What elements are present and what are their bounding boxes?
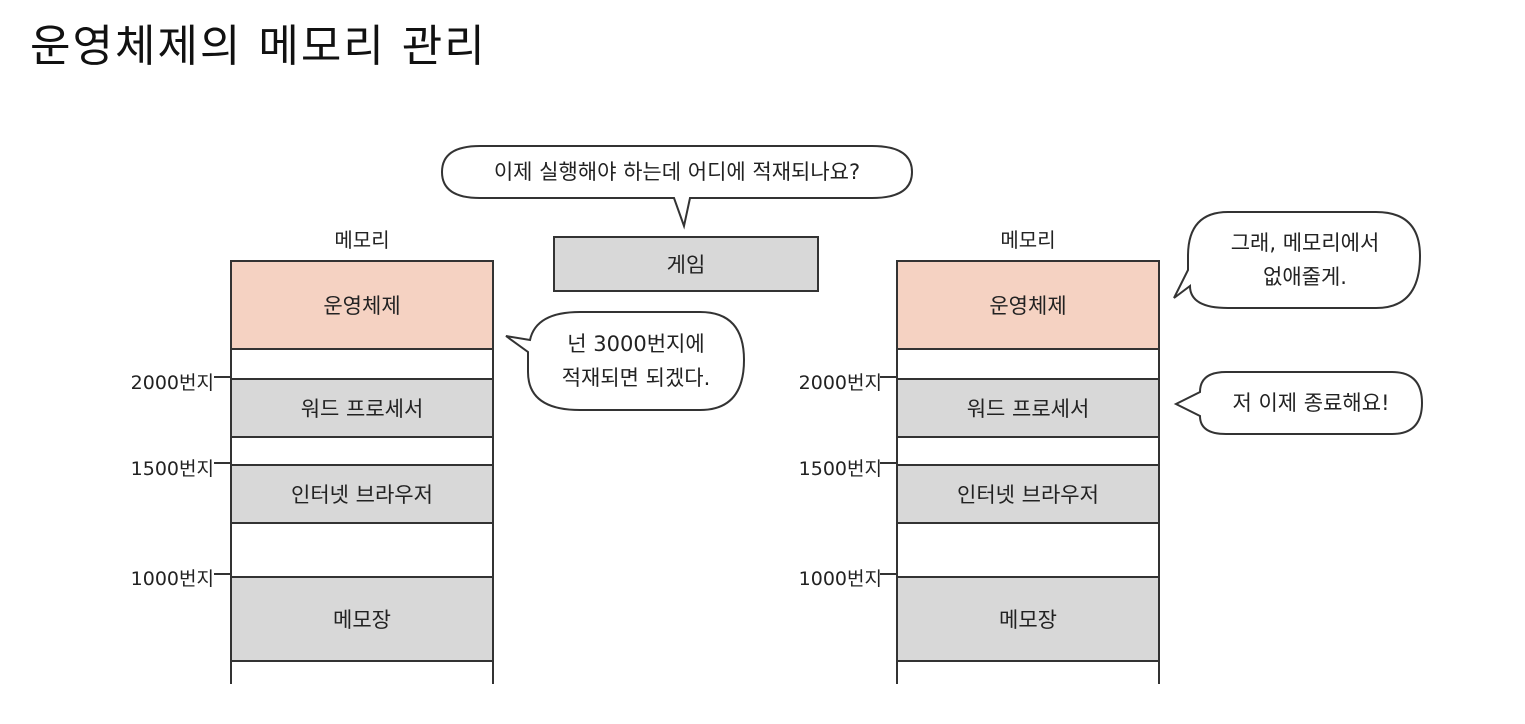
left-segment-notepad-label: 메모장 xyxy=(333,608,391,632)
os-reply-bubble: 그래, 메모리에서 없애줄게. xyxy=(1192,214,1418,306)
os-reply-bubble-shape xyxy=(1173,211,1422,309)
left-address-2000-tick xyxy=(214,376,232,378)
right-segment-browser: 인터넷 브라우저 xyxy=(898,464,1158,522)
right-segment-free-3 xyxy=(898,522,1158,576)
os-reply-line-1: 그래, 메모리에서 xyxy=(1230,231,1380,255)
word-quit-bubble-shape xyxy=(1173,371,1424,435)
right-memory-column: 운영체제 워드 프로세서 인터넷 브라우저 메모장 xyxy=(896,260,1160,684)
left-segment-word-label: 워드 프로세서 xyxy=(300,397,424,421)
left-memory-column: 운영체제 워드 프로세서 인터넷 브라우저 메모장 xyxy=(230,260,494,684)
game-label: 게임 xyxy=(666,253,706,277)
os-answer-line-1: 넌 3000번지에 xyxy=(567,332,705,356)
os-answer-bubble-shape xyxy=(505,311,746,411)
os-answer-line-2: 적재되면 되겠다. xyxy=(561,366,711,390)
left-address-1500-tick xyxy=(214,462,232,464)
word-quit-text: 저 이제 종료해요! xyxy=(1232,391,1390,415)
right-segment-notepad-label: 메모장 xyxy=(999,608,1057,632)
left-segment-word: 워드 프로세서 xyxy=(232,378,492,436)
game-question-bubble-shape xyxy=(440,145,914,230)
left-segment-os-label: 운영체제 xyxy=(323,294,401,318)
page-title: 운영체제의 메모리 관리 xyxy=(30,21,487,72)
left-address-1500: 1500번지 xyxy=(130,458,214,480)
right-segment-word: 워드 프로세서 xyxy=(898,378,1158,436)
game-question-bubble: 이제 실행해야 하는데 어디에 적재되나요? xyxy=(446,148,908,196)
left-address-1000: 1000번지 xyxy=(130,568,214,590)
right-address-2000-tick xyxy=(880,376,898,378)
left-segment-free-4 xyxy=(232,660,492,684)
left-address-2000: 2000번지 xyxy=(130,372,214,394)
right-segment-browser-label: 인터넷 브라우저 xyxy=(957,483,1099,507)
word-quit-bubble: 저 이제 종료해요! xyxy=(1202,374,1420,432)
right-segment-os-label: 운영체제 xyxy=(989,294,1067,318)
right-address-1000: 1000번지 xyxy=(798,568,882,590)
os-reply-line-2: 없애줄게. xyxy=(1263,265,1347,289)
left-segment-free-1 xyxy=(232,348,492,378)
game-block: 게임 xyxy=(553,236,819,292)
right-segment-word-label: 워드 프로세서 xyxy=(966,397,1090,421)
right-segment-free-2 xyxy=(898,436,1158,464)
right-memory-label: 메모리 xyxy=(1000,228,1056,252)
right-address-1500-tick xyxy=(880,462,898,464)
right-address-2000: 2000번지 xyxy=(798,372,882,394)
right-segment-os: 운영체제 xyxy=(898,262,1158,348)
left-segment-browser: 인터넷 브라우저 xyxy=(232,464,492,522)
left-segment-os: 운영체제 xyxy=(232,262,492,348)
right-address-1000-tick xyxy=(880,573,898,575)
left-segment-notepad: 메모장 xyxy=(232,576,492,660)
right-segment-free-4 xyxy=(898,660,1158,684)
left-memory-label: 메모리 xyxy=(334,228,390,252)
left-segment-free-2 xyxy=(232,436,492,464)
game-question-text: 이제 실행해야 하는데 어디에 적재되나요? xyxy=(493,160,861,184)
os-answer-bubble: 넌 3000번지에 적재되면 되겠다. xyxy=(530,314,742,408)
right-segment-free-1 xyxy=(898,348,1158,378)
left-segment-browser-label: 인터넷 브라우저 xyxy=(291,483,433,507)
right-segment-notepad: 메모장 xyxy=(898,576,1158,660)
right-address-1500: 1500번지 xyxy=(798,458,882,480)
left-segment-free-3 xyxy=(232,522,492,576)
left-address-1000-tick xyxy=(214,573,232,575)
